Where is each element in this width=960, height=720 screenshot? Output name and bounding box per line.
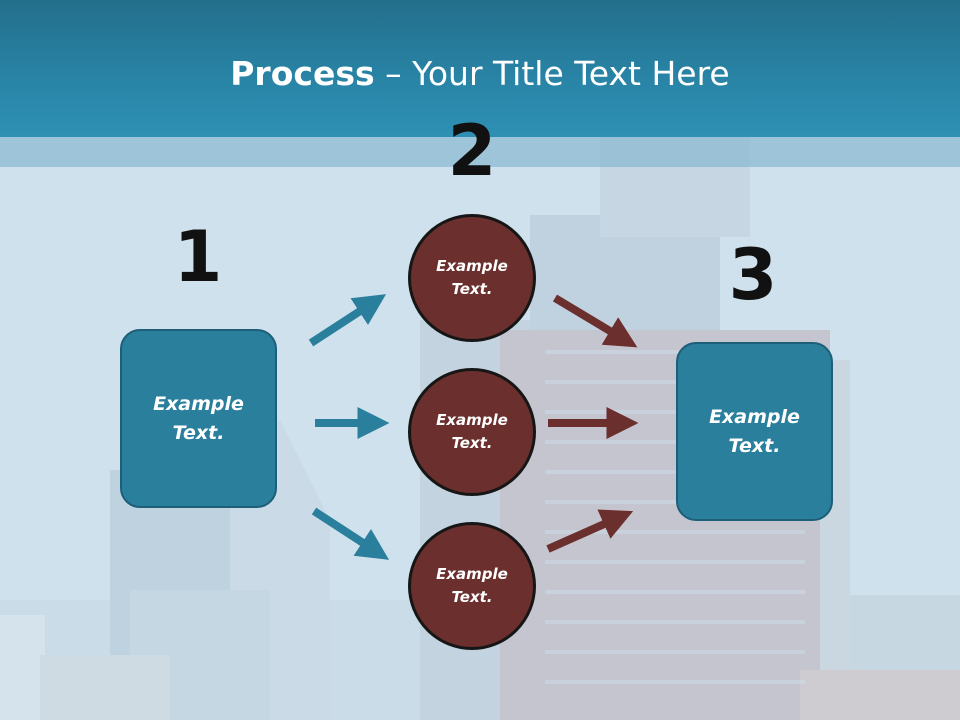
title-bar-band <box>0 137 960 167</box>
arrow-teal-up <box>308 294 387 347</box>
circle-middle-label: Example Text. <box>436 411 508 452</box>
box-right-label: Example Text. <box>709 405 800 457</box>
circle-top-label: Example Text. <box>436 257 508 298</box>
process-circle-middle[interactable]: Example Text. <box>408 368 536 496</box>
arrow-maroon-down <box>552 294 638 348</box>
title-bar <box>0 0 960 137</box>
process-circle-top[interactable]: Example Text. <box>408 214 536 342</box>
circle-bottom-label: Example Text. <box>436 565 508 606</box>
arrow-maroon-up <box>546 509 634 553</box>
arrow-teal-down <box>311 507 390 560</box>
title-rest: – Your Title Text Here <box>374 54 730 93</box>
process-circle-bottom[interactable]: Example Text. <box>408 522 536 650</box>
process-box-right[interactable]: Example Text. <box>676 342 833 521</box>
title-bold: Process <box>230 54 375 93</box>
process-box-left[interactable]: Example Text. <box>120 329 277 508</box>
step-number-1[interactable]: 1 <box>173 216 223 298</box>
box-left-label: Example Text. <box>153 392 244 444</box>
step-number-3[interactable]: 3 <box>728 234 778 316</box>
slide-title[interactable]: Process – Your Title Text Here <box>0 54 960 94</box>
step-number-2[interactable]: 2 <box>447 110 497 192</box>
